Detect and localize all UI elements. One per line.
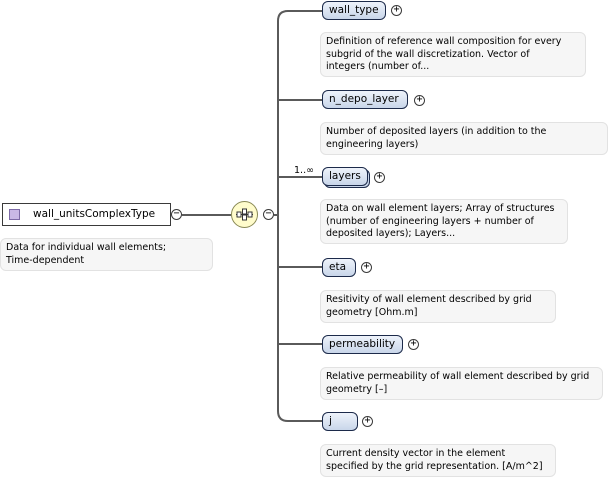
doc-line: specified by the grid representation. [A… [326, 460, 543, 472]
sequence-icon [236, 208, 253, 221]
complex-type-icon [9, 209, 20, 220]
doc-line: geometry [Ohm.m] [326, 306, 418, 318]
complex-type-name: wall_unitsComplexType [33, 208, 156, 220]
element-wall-type[interactable]: wall_type [322, 1, 386, 20]
element-layers[interactable]: layers [322, 167, 368, 186]
doc-line: Relative permeability of wall element de… [326, 371, 590, 382]
complex-type-doc: Data for individual wall elements; Time-… [0, 238, 213, 271]
doc-line: engineering layers) [326, 138, 419, 150]
j-doc: Current density vector in the element sp… [320, 444, 556, 477]
sequence-compositor[interactable] [231, 201, 258, 228]
doc-line: Number of deposited layers (in addition … [326, 126, 547, 137]
n-depo-layer-doc: Number of deposited layers (in addition … [320, 122, 608, 155]
doc-line: Definition of reference wall composition… [326, 36, 562, 47]
doc-line: subgrid of the wall discretization. Vect… [326, 48, 530, 60]
expand-layers-toggle[interactable]: + [374, 172, 385, 183]
complex-type-box[interactable]: wall_unitsComplexType [2, 203, 171, 226]
collapse-sequence-toggle[interactable]: − [263, 209, 274, 220]
trunk-line [277, 10, 289, 422]
doc-line: Data for individual wall elements; [6, 242, 167, 253]
expand-n-depo-layer-toggle[interactable]: + [414, 95, 425, 106]
doc-line: deposited layers); Layers... [326, 228, 456, 239]
collapse-root-toggle[interactable]: − [171, 209, 182, 220]
wall-type-doc: Definition of reference wall composition… [320, 32, 586, 77]
expand-wall-type-toggle[interactable]: + [391, 5, 402, 16]
doc-line: Current density vector in the element [326, 448, 506, 459]
doc-line: geometry [–] [326, 383, 388, 395]
expand-permeability-toggle[interactable]: + [408, 339, 419, 350]
element-eta[interactable]: eta [322, 258, 356, 277]
expand-eta-toggle[interactable]: + [361, 262, 372, 273]
layers-doc: Data on wall element layers; Array of st… [320, 199, 568, 244]
element-n-depo-layer[interactable]: n_depo_layer [322, 90, 408, 109]
element-permeability[interactable]: permeability [322, 335, 403, 354]
layers-cardinality: 1..∞ [294, 165, 314, 176]
element-j[interactable]: j [322, 412, 358, 431]
permeability-doc: Relative permeability of wall element de… [320, 367, 603, 400]
doc-line: integers (number of... [326, 61, 430, 72]
doc-line: Resitivity of wall element described by … [326, 294, 532, 305]
doc-line: (number of engineering layers + number o… [326, 215, 534, 227]
doc-line: Time-dependent [6, 254, 85, 266]
expand-j-toggle[interactable]: + [362, 416, 373, 427]
eta-doc: Resitivity of wall element described by … [320, 290, 556, 323]
doc-line: Data on wall element layers; Array of st… [326, 203, 555, 214]
